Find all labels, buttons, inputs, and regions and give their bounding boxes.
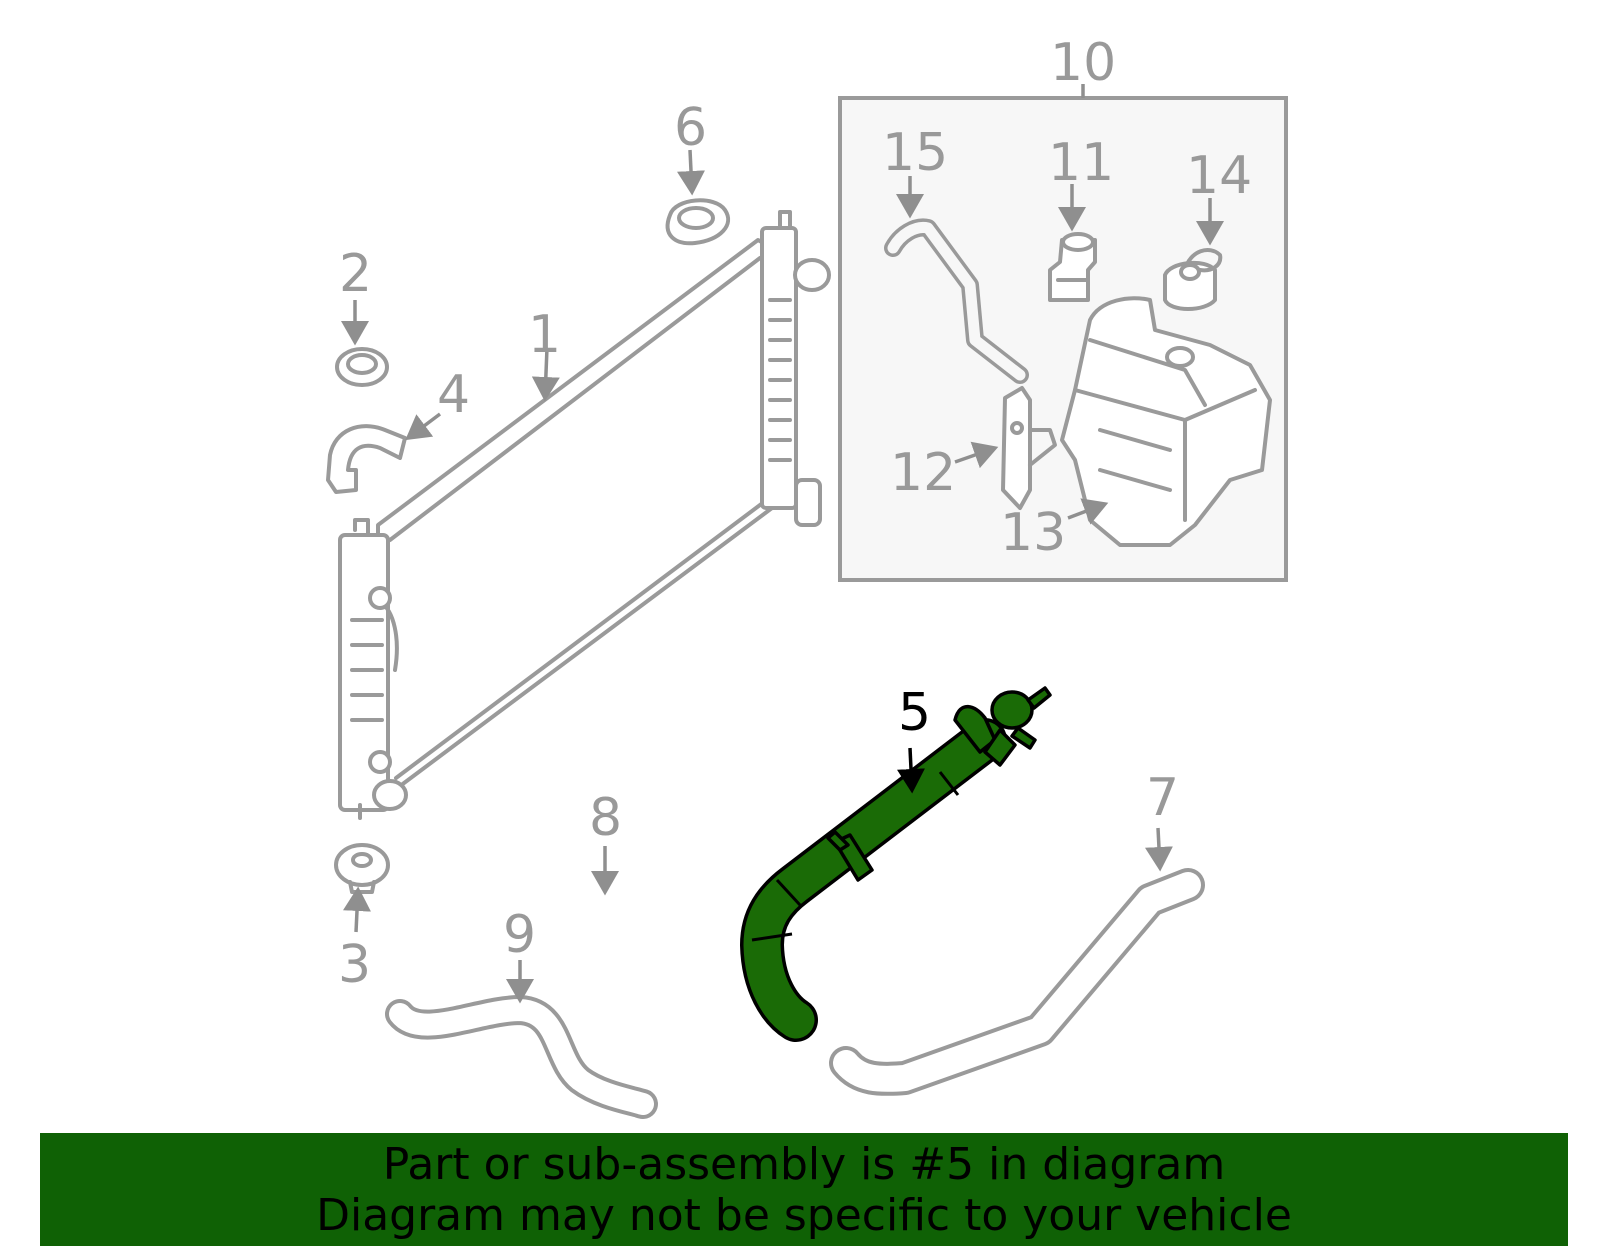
callout-12: 12 [890, 443, 956, 503]
callout-3: 3 [338, 935, 371, 995]
callout-7: 7 [1146, 768, 1179, 828]
banner-line-2: Diagram may not be specific to your vehi… [316, 1189, 1292, 1241]
hose-part-9[interactable] [385, 995, 658, 1119]
callout-6: 6 [674, 98, 707, 158]
callout-5-leader [897, 747, 925, 794]
hose-part-5-highlighted[interactable] [740, 686, 1052, 1042]
callout-5: 5 [898, 683, 931, 743]
hose-part-15[interactable] [884, 218, 1029, 384]
reservoir-cap-part-14[interactable] [1163, 248, 1223, 311]
bracket-part-12[interactable] [1001, 386, 1057, 510]
radiator-cap-part-6[interactable] [665, 198, 731, 246]
bracket-part-4[interactable] [326, 424, 407, 494]
mount-part-3[interactable] [334, 843, 390, 894]
callout-1: 1 [528, 305, 561, 365]
callout-8: 8 [589, 788, 622, 848]
callout-7-leader [1144, 827, 1173, 872]
callout-2: 2 [339, 244, 372, 304]
info-banner: Part or sub-assembly is #5 in diagram Di… [40, 1133, 1568, 1246]
callout-4-leader [405, 412, 442, 441]
callout-15: 15 [882, 123, 948, 183]
callout-6-leader [677, 149, 705, 196]
callout-13: 13 [1000, 503, 1066, 563]
grommet-part-2[interactable] [335, 347, 389, 387]
hose-part-8[interactable] [479, 733, 729, 929]
hose-part-7[interactable] [829, 868, 1205, 1096]
callout-11: 11 [1048, 133, 1114, 193]
callout-9: 9 [503, 905, 536, 965]
callout-1-leader [531, 347, 560, 402]
callout-14: 14 [1186, 146, 1252, 206]
sensor-part-11[interactable] [1048, 232, 1097, 302]
callout-4: 4 [437, 365, 470, 425]
banner-line-1: Part or sub-assembly is #5 in diagram [382, 1138, 1226, 1190]
callout-13-leader [1067, 498, 1109, 525]
callout-12-leader [954, 441, 999, 469]
radiator-part-1[interactable] [338, 210, 831, 820]
callout-10: 10 [1050, 33, 1116, 93]
callout-3-leader [343, 886, 371, 933]
